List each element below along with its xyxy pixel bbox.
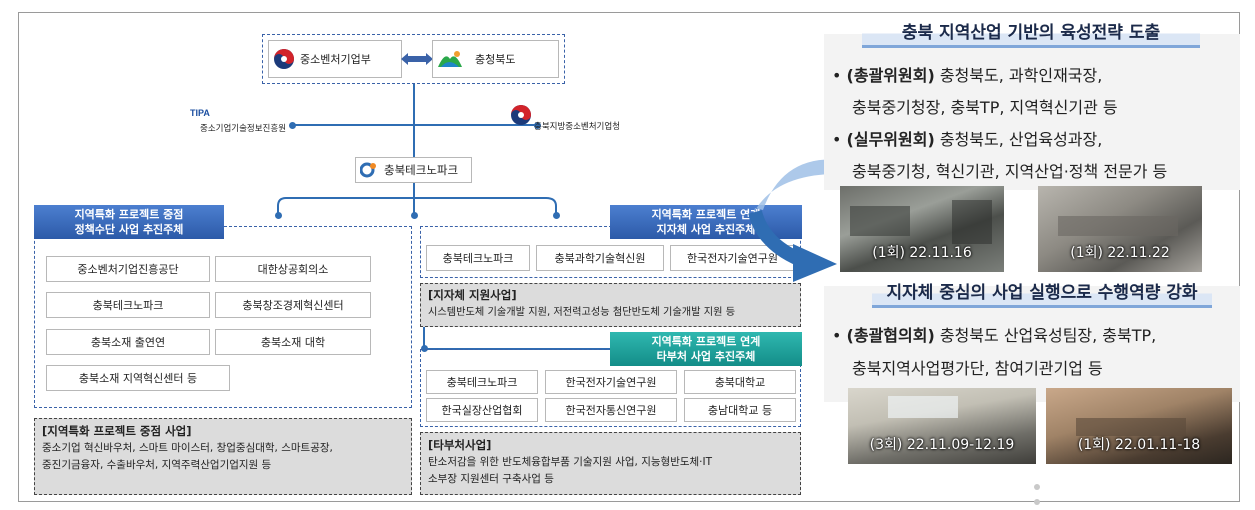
left-org-box: 충북소재 지역혁신센터 등 (46, 365, 230, 391)
meeting-photo-4: (1회) 22.01.11-18 (1046, 388, 1232, 464)
mid-org-box: 충북테크노파크 (426, 245, 530, 271)
ministry-box: 중소벤처기업부 (268, 40, 402, 78)
left-org-box: 충북소재 대학 (215, 329, 371, 355)
regional-office-org: 충북지방중소벤처기업청 (510, 104, 650, 138)
left-org-box: 충북테크노파크 (46, 292, 210, 318)
connector-dot (534, 122, 541, 129)
left-org-box: 중소벤처기업진흥공단 (46, 256, 210, 282)
photo-3-caption: (3회) 22.11.09-12.19 (869, 437, 1015, 453)
local-support-line: 시스템반도체 기술개발 지원, 저전력고성능 첨단반도체 기술개발 지원 등 (428, 307, 736, 318)
province-logo-icon (438, 51, 462, 67)
right-bullet-3-cont: 충북지역사업평가단, 참여기관기업 등 (852, 359, 1103, 378)
mid-org-box: 충남대학교 등 (684, 398, 796, 422)
left-org-box: 충북소재 출연연 (46, 329, 210, 355)
connector-dot (553, 212, 560, 219)
connector-dot (421, 345, 428, 352)
mid-header1-line2: 지자체 사업 추진주체 (656, 223, 756, 236)
technopark-logo-icon (360, 162, 376, 178)
meeting-photo-1: (1회) 22.11.16 (840, 186, 1004, 272)
connector-dot (275, 212, 282, 219)
partnership-arrow-icon (401, 53, 433, 65)
other-ministry-line1: 탄소저감을 위한 반도체융합부품 기술지원 사업, 지능형반도체·IT (428, 456, 713, 468)
left-projects-title: [지역특화 프로젝트 중점 사업] (42, 424, 192, 438)
photo-1-caption: (1회) 22.11.16 (872, 245, 972, 261)
meeting-photo-3: (3회) 22.11.09-12.19 (848, 388, 1036, 464)
left-header-line2: 정책수단 사업 추진주체 (74, 223, 184, 236)
right-title-2: 지자체 중심의 사업 실행으로 수행역량 강화 (872, 280, 1212, 308)
connector (413, 84, 415, 157)
connector-dot (411, 212, 418, 219)
technopark-box: 충북테크노파크 (355, 157, 472, 183)
province-box: 충청북도 (432, 40, 559, 78)
left-projects-line2: 중진기금융자, 수출바우처, 지역주력산업기업지원 등 (42, 459, 272, 471)
right-bullet-2: • (실무위원회) 충청북도, 산업육성과장, (832, 130, 1103, 149)
local-support-box: [지자체 지원사업] 시스템반도체 기술개발 지원, 저전력고성능 첨단반도체 … (420, 283, 801, 327)
technopark-name: 충북테크노파크 (384, 163, 459, 177)
mid-org-box: 충북과학기술혁신원 (536, 245, 664, 271)
mid-header2-line2: 타부처 사업 추진주체 (656, 350, 756, 363)
mid-header1-line1: 지역특화 프로젝트 연계 (651, 208, 761, 221)
ministry-name: 중소벤처기업부 (300, 53, 371, 66)
continuation-dot (1034, 484, 1040, 490)
photo-4-caption: (1회) 22.01.11-18 (1077, 437, 1201, 453)
mid-org-box: 한국실장산업협회 (426, 398, 538, 422)
branch-connector (277, 197, 557, 216)
connector (413, 183, 415, 197)
right-title-1: 충북 지역산업 기반의 육성전략 도출 (862, 20, 1200, 48)
tipa-logo-icon: TIPA (190, 108, 210, 118)
mid-org-box: 충북테크노파크 (426, 370, 538, 394)
left-org-box: 충북창조경제혁신센터 (215, 292, 371, 318)
continuation-dot (1034, 499, 1040, 505)
other-ministry-title: [타부처사업] (428, 438, 492, 452)
left-projects-line1: 중소기업 혁신바우처, 스마트 마이스터, 창업중심대학, 스마트공장, (42, 442, 333, 454)
connector-dot (289, 122, 296, 129)
left-header-line1: 지역특화 프로젝트 중점 (74, 208, 184, 221)
ministry-logo-icon (274, 49, 294, 69)
right-bullet-1-cont: 충북중기청장, 충북TP, 지역혁신기관 등 (852, 98, 1118, 117)
mid-org-box: 충북대학교 (684, 370, 796, 394)
right-bullet-1: • (총괄위원회) 충청북도, 과학인재국장, (832, 66, 1103, 85)
connector (292, 124, 536, 126)
regional-office-name: 충북지방중소벤처기업청 (534, 122, 621, 132)
mid-org-box: 한국전자통신연구원 (545, 398, 677, 422)
left-section-header: 지역특화 프로젝트 중점 정책수단 사업 추진주체 (34, 205, 224, 239)
mid-header2-line1: 지역특화 프로젝트 연계 (651, 335, 761, 348)
other-ministry-line2: 소부장 지원센터 구축사업 등 (428, 473, 554, 485)
regional-office-logo-icon (511, 105, 531, 125)
connector (423, 327, 425, 349)
mid-section-header-2: 지역특화 프로젝트 연계 타부처 사업 추진주체 (610, 332, 802, 366)
right-panel-upper (824, 34, 1240, 190)
right-bullet-2-cont: 충북중기청, 혁신기관, 지역산업·정책 전문가 등 (852, 162, 1168, 181)
left-projects-box: [지역특화 프로젝트 중점 사업] 중소기업 혁신바우처, 스마트 마이스터, … (34, 418, 412, 495)
top-agency-group (262, 34, 565, 84)
local-support-title: [지자체 지원사업] (428, 288, 517, 302)
right-bullet-3: • (총괄협의회) 충청북도 산업육성팀장, 충북TP, (832, 326, 1157, 345)
photo-2-caption: (1회) 22.11.22 (1070, 245, 1170, 261)
tipa-name: 중소기업기술정보진흥원 (200, 124, 287, 134)
province-name: 충청북도 (475, 53, 516, 66)
other-ministry-box: [타부처사업] 탄소저감을 위한 반도체융합부품 기술지원 사업, 지능형반도체… (420, 432, 801, 495)
tipa-org: TIPA 중소기업기술정보진흥원 (190, 108, 298, 142)
mid-org-box: 한국전자기술연구원 (545, 370, 677, 394)
meeting-photo-2: (1회) 22.11.22 (1038, 186, 1202, 272)
mid-org-box: 한국전자기술연구원 (670, 245, 795, 271)
left-org-box: 대한상공회의소 (215, 256, 371, 282)
